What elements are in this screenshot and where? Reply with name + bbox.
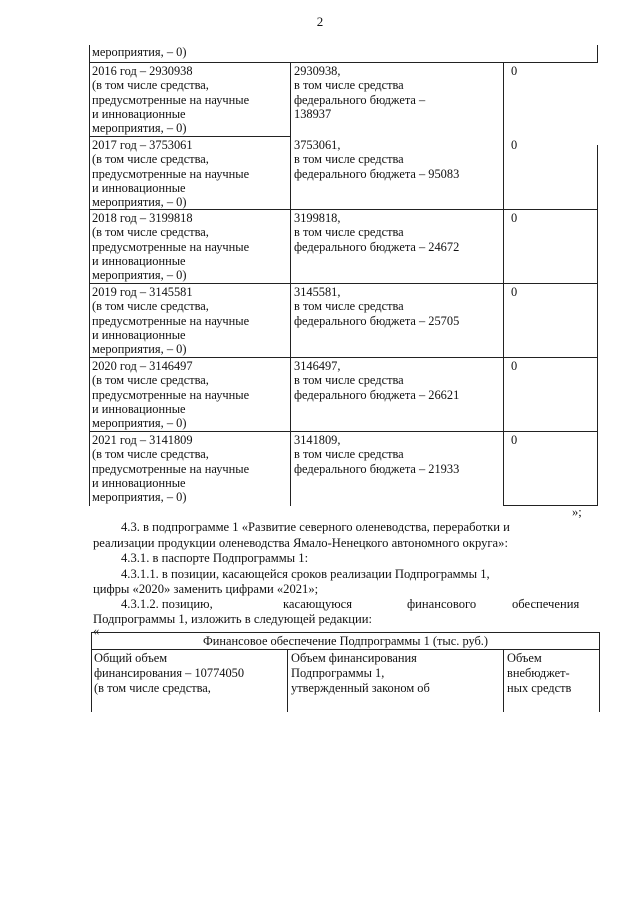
paragraph-word: касающуюся — [283, 597, 353, 611]
table-col-divider-2 — [503, 62, 504, 506]
total-funding-cell: Общий объем финансирования – 10774050 (в… — [94, 651, 245, 696]
row-extra-cell: 0 — [511, 138, 518, 152]
row-extra-cell: 0 — [511, 433, 518, 447]
row-divider — [89, 283, 598, 284]
row-extra-cell: 0 — [511, 359, 518, 373]
row-extra-cell: 0 — [511, 211, 518, 225]
table-left-border — [91, 632, 92, 712]
funding-table-continued: мероприятия, – 0) 2016 год – 2930938 (в … — [89, 45, 598, 506]
paragraph-4-3-line2: реализации продукции оленеводства Ямало-… — [93, 536, 508, 550]
table-right-border — [599, 632, 600, 712]
table-col-divider-1 — [287, 649, 288, 712]
table-header: Финансовое обеспечение Подпрограммы 1 (т… — [202, 634, 489, 648]
row-total-cell: 2019 год – 3145581 (в том числе средства… — [92, 285, 250, 357]
paragraph-4-3-1-1-line1: 4.3.1.1. в позиции, касающейся сроков ре… — [121, 567, 490, 581]
closing-quote-mark: »; — [572, 505, 582, 519]
paragraph-word: финансового — [407, 597, 477, 611]
row-budget-cell: 3141809, в том числе средства федерально… — [294, 433, 460, 476]
row-budget-cell: 3145581, в том числе средства федерально… — [294, 285, 460, 328]
row-divider — [89, 209, 598, 210]
row-total-cell: 2018 год – 3199818 (в том числе средства… — [92, 211, 250, 283]
row-budget-cell: 3753061, в том числе средства федерально… — [294, 138, 460, 181]
row-total-cell: 2017 год – 3753061 (в том числе средства… — [92, 138, 250, 210]
row-extra-cell: 0 — [511, 64, 518, 78]
subprogram-1-funding-table: Финансовое обеспечение Подпрограммы 1 (т… — [91, 632, 600, 712]
row-budget-cell: 3146497, в том числе средства федерально… — [294, 359, 460, 402]
table-top-border — [91, 632, 600, 633]
paragraph-4-3-1-1-line2: цифры «2020» заменить цифрами «2021»; — [93, 582, 319, 596]
row-total-cell: 2021 год – 3141809 (в том числе средства… — [92, 433, 250, 505]
paragraph-4-3-1: 4.3.1. в паспорте Подпрограммы 1: — [121, 551, 309, 565]
table-left-border — [89, 45, 90, 506]
row-extra-cell: 0 — [511, 285, 518, 299]
table-col-divider-2 — [503, 649, 504, 712]
row-divider — [89, 431, 598, 432]
page-number: 2 — [316, 14, 324, 29]
row-divider — [89, 357, 598, 358]
paragraph-word: обеспечения — [512, 597, 580, 611]
subprogram-funding-cell: Объем финансирования Подпрограммы 1, утв… — [291, 651, 430, 696]
row-divider — [91, 649, 600, 650]
open-quote-mark: « — [93, 624, 100, 638]
paragraph-4-3-line1: 4.3. в подпрограмме 1 «Развитие северног… — [121, 520, 510, 534]
row-divider — [89, 62, 598, 63]
row-total-cell: 2020 год – 3146497 (в том числе средства… — [92, 359, 250, 431]
row-divider — [503, 505, 598, 506]
extrabudget-funding-cell: Объем внебюджет- ных средств — [507, 651, 572, 696]
row-total-cell: 2016 год – 2930938 (в том числе средства… — [92, 64, 250, 136]
row-divider — [89, 136, 290, 137]
paragraph-word: 4.3.1.2. позицию, — [121, 597, 213, 611]
top-fragment-text: мероприятия, – 0) — [92, 45, 187, 59]
row-budget-cell: 2930938, в том числе средства федерально… — [294, 64, 426, 121]
table-right-border — [597, 45, 598, 62]
table-right-border — [597, 145, 598, 506]
row-budget-cell: 3199818, в том числе средства федерально… — [294, 211, 460, 254]
paragraph-4-3-1-2-line2: Подпрограммы 1, изложить в следующей ред… — [93, 612, 373, 626]
table-col-divider-1 — [290, 62, 291, 506]
